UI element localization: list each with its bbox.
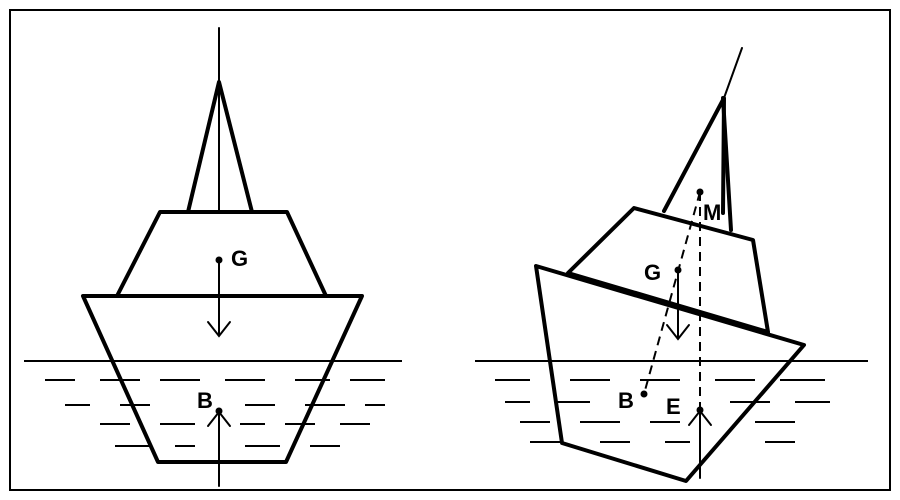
label-g: G [231,246,248,271]
mast-stay [721,96,733,232]
label-b-tilted: B [618,388,634,413]
label-m: M [703,200,721,225]
gravity-arrow-head-tilted [666,324,690,341]
buoyancy-arrow-head-tilted [688,409,712,426]
metacenter-point [696,188,704,196]
figure-frame [9,9,891,491]
superstructure-tilted [566,206,770,334]
buoyancy-center-point-tilted [640,390,648,398]
heeled-ship: M G B E [475,47,868,483]
buoyancy-arrow-head [207,410,231,427]
mast-tilted [723,47,743,99]
label-b: B [197,388,213,413]
water-waves-right [495,379,830,443]
mast-rigging-tilted [662,96,726,215]
mast-rigging [186,80,254,214]
label-e: E [666,394,681,419]
label-g-tilted: G [644,260,661,285]
superstructure [115,210,328,298]
hull-tilted [534,264,806,483]
water-waves [45,379,385,447]
ship-centerline-dashed [643,191,701,395]
gravity-arrow-head [207,321,231,338]
hull [81,294,364,464]
upright-ship: G B [24,27,402,487]
